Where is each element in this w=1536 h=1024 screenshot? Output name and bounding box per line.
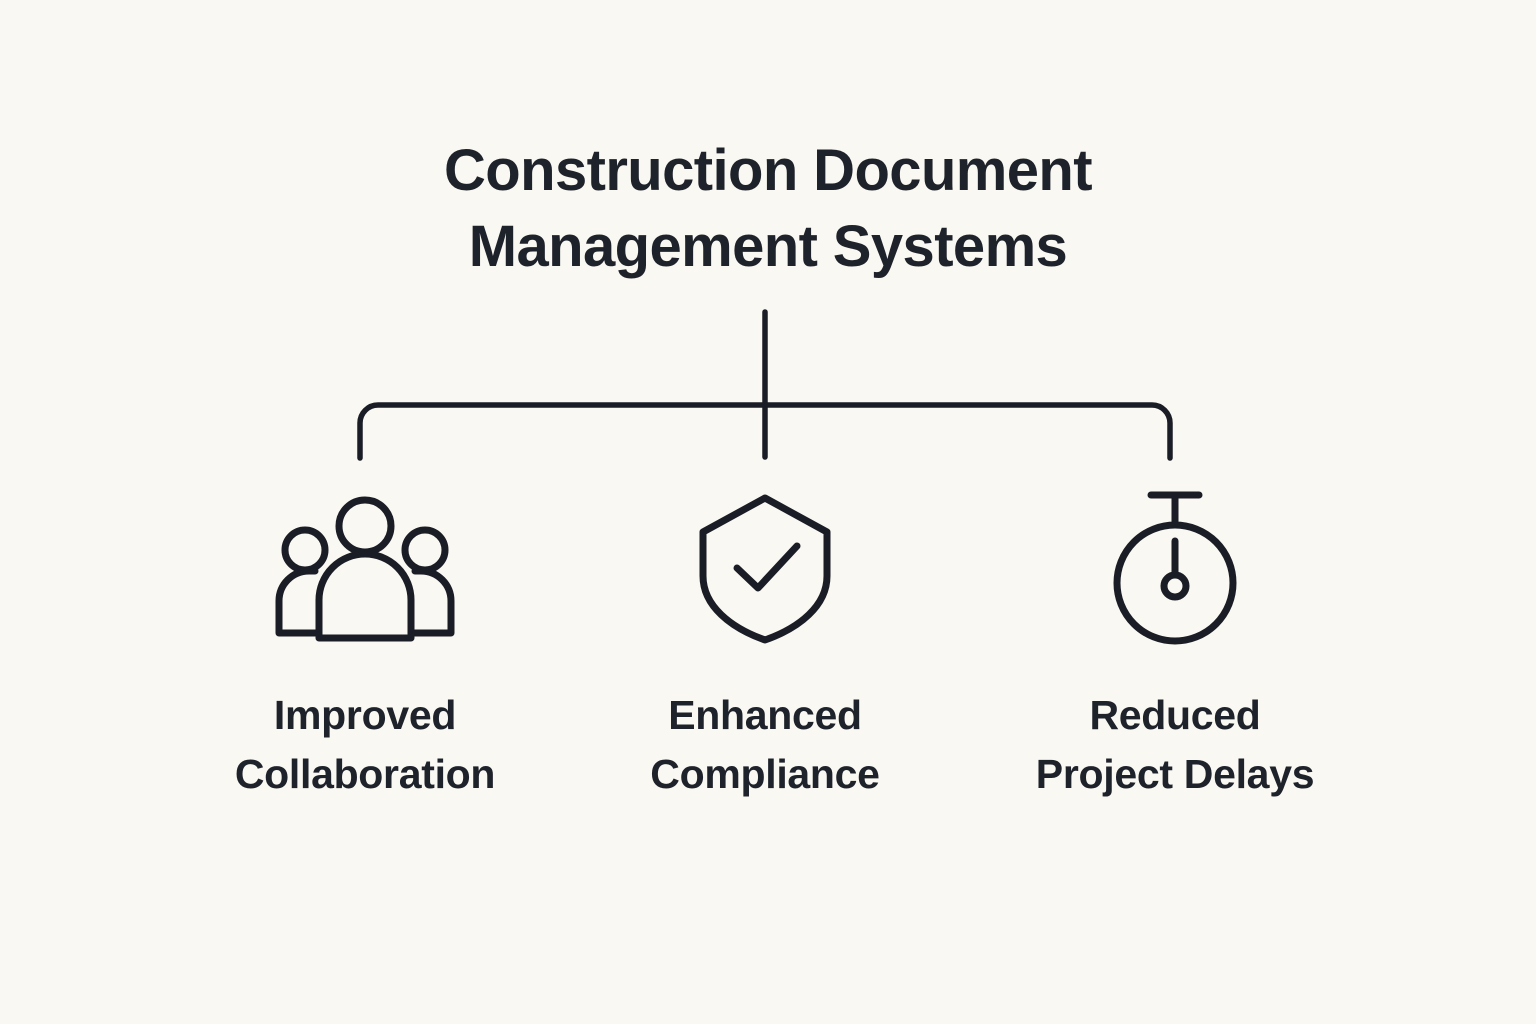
person-head-left — [281, 526, 329, 574]
connector-branch-right — [762, 402, 1173, 461]
person-body-center — [315, 550, 415, 642]
branch-enhanced-compliance: Enhanced Compliance — [615, 488, 915, 804]
branch-label-improved-collaboration: Improved Collaboration — [234, 692, 496, 797]
check-mark — [733, 542, 801, 592]
diagram-title: Construction Document Management Systems — [444, 138, 1093, 279]
stopwatch-dial — [1113, 521, 1237, 645]
person-body-right — [409, 567, 455, 637]
person-head-center — [335, 496, 395, 556]
stopwatch-pivot — [1160, 571, 1190, 601]
people-group-icon — [215, 488, 515, 648]
branch-label-enhanced-compliance: Enhanced Compliance — [650, 692, 880, 797]
branch-improved-collaboration: Improved Collaboration — [215, 488, 515, 804]
branch-reduced-project-delays: Reduced Project Delays — [1025, 488, 1325, 804]
shield-check-icon — [615, 488, 915, 648]
branch-label-reduced-project-delays: Reduced Project Delays — [1035, 692, 1315, 797]
person-head-right — [401, 526, 449, 574]
connector-branch-left — [357, 402, 768, 461]
person-body-left — [275, 567, 321, 637]
stopwatch-icon — [1025, 488, 1325, 648]
shield-outline — [699, 494, 831, 644]
